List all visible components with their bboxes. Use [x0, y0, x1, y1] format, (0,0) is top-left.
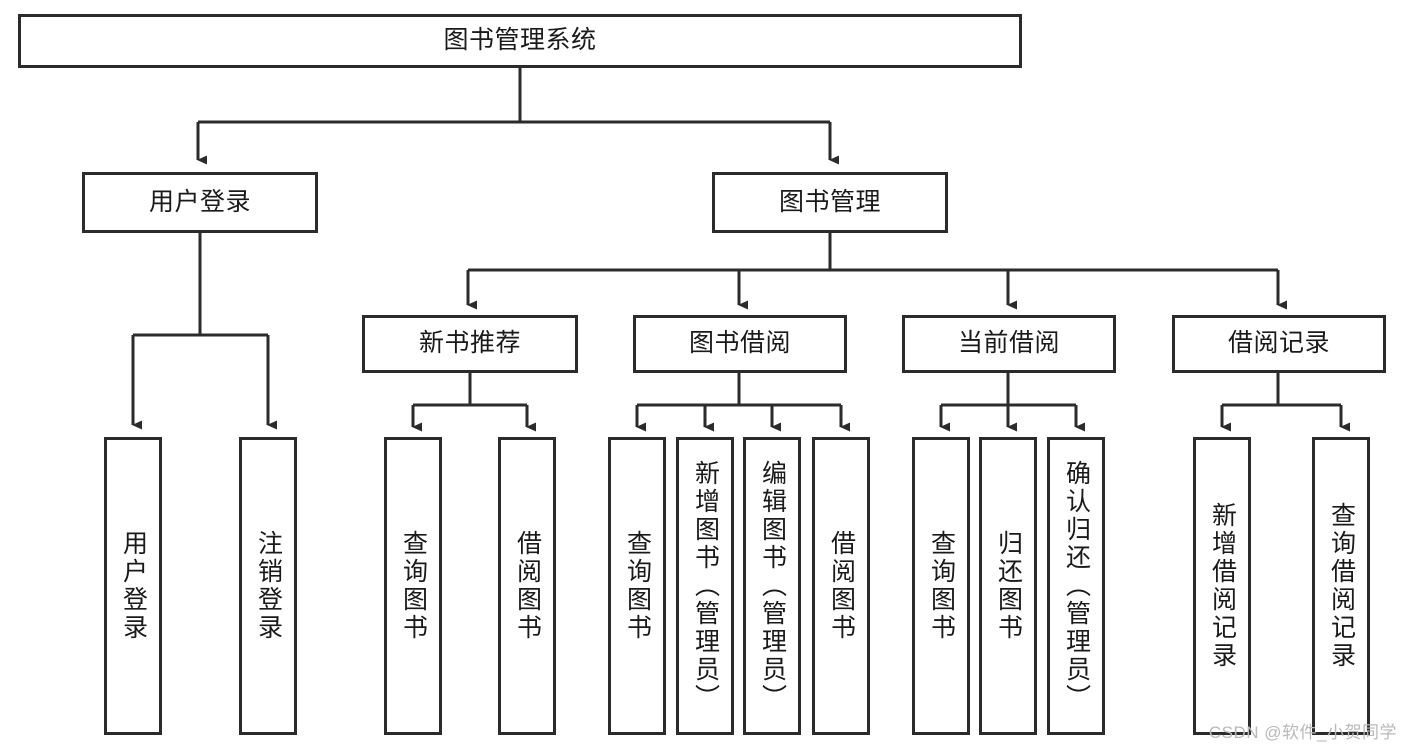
- node-leaf-logout[interactable]: 注销登录: [239, 437, 297, 735]
- node-leaf-borrow-book-2-label: 借阅图书: [827, 530, 856, 642]
- node-book-borrow-label: 图书借阅: [688, 329, 791, 358]
- node-leaf-query-book-2[interactable]: 查询图书: [608, 437, 666, 735]
- node-leaf-return-book[interactable]: 归还图书: [979, 437, 1037, 735]
- node-leaf-add-book-label: 新增图书（管理员）: [691, 460, 720, 712]
- node-user-login-label: 用户登录: [148, 187, 251, 216]
- node-root[interactable]: 图书管理系统: [18, 14, 1022, 68]
- node-leaf-query-record[interactable]: 查询借阅记录: [1312, 437, 1370, 735]
- node-leaf-query-book-3-label: 查询图书: [927, 530, 956, 642]
- node-user-login[interactable]: 用户登录: [82, 172, 318, 233]
- node-leaf-add-record[interactable]: 新增借阅记录: [1193, 437, 1251, 735]
- node-leaf-borrow-book-2[interactable]: 借阅图书: [812, 437, 870, 735]
- node-leaf-edit-book[interactable]: 编辑图书（管理员）: [743, 437, 801, 735]
- node-leaf-borrow-book-1-label: 借阅图书: [513, 530, 542, 642]
- node-leaf-user-login-label: 用户登录: [119, 530, 148, 642]
- node-new-book-rec-label: 新书推荐: [418, 329, 521, 358]
- node-current-borrow-label: 当前借阅: [957, 329, 1060, 358]
- node-book-manage[interactable]: 图书管理: [712, 172, 948, 233]
- node-leaf-user-login[interactable]: 用户登录: [104, 437, 162, 735]
- node-leaf-query-book-3[interactable]: 查询图书: [912, 437, 970, 735]
- node-borrow-record[interactable]: 借阅记录: [1172, 315, 1386, 373]
- node-leaf-edit-book-label: 编辑图书（管理员）: [758, 460, 787, 712]
- node-leaf-return-book-label: 归还图书: [994, 530, 1023, 642]
- node-leaf-add-book[interactable]: 新增图书（管理员）: [676, 437, 734, 735]
- node-leaf-add-record-label: 新增借阅记录: [1208, 502, 1237, 670]
- node-leaf-query-book-2-label: 查询图书: [623, 530, 652, 642]
- node-book-borrow[interactable]: 图书借阅: [633, 315, 847, 373]
- node-leaf-confirm-return[interactable]: 确认归还（管理员）: [1047, 437, 1105, 735]
- node-leaf-query-book-1[interactable]: 查询图书: [384, 437, 442, 735]
- node-leaf-query-book-1-label: 查询图书: [399, 530, 428, 642]
- node-leaf-borrow-book-1[interactable]: 借阅图书: [498, 437, 556, 735]
- node-leaf-query-record-label: 查询借阅记录: [1327, 502, 1356, 670]
- node-root-label: 图书管理系统: [443, 26, 597, 55]
- node-new-book-rec[interactable]: 新书推荐: [362, 315, 578, 373]
- node-current-borrow[interactable]: 当前借阅: [902, 315, 1116, 373]
- watermark: CSDN @软件_小贺同学: [1208, 723, 1397, 742]
- node-book-manage-label: 图书管理: [778, 187, 881, 216]
- node-leaf-confirm-return-label: 确认归还（管理员）: [1062, 460, 1091, 712]
- node-borrow-record-label: 借阅记录: [1227, 329, 1330, 358]
- node-leaf-logout-label: 注销登录: [254, 530, 283, 642]
